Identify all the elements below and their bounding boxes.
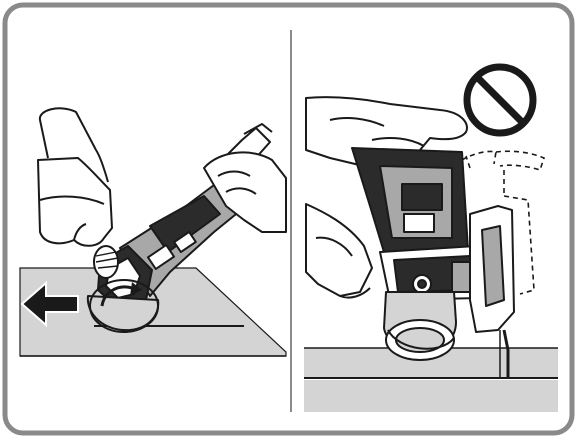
prohibition-icon <box>467 67 533 133</box>
right-workpiece-front <box>304 380 558 412</box>
